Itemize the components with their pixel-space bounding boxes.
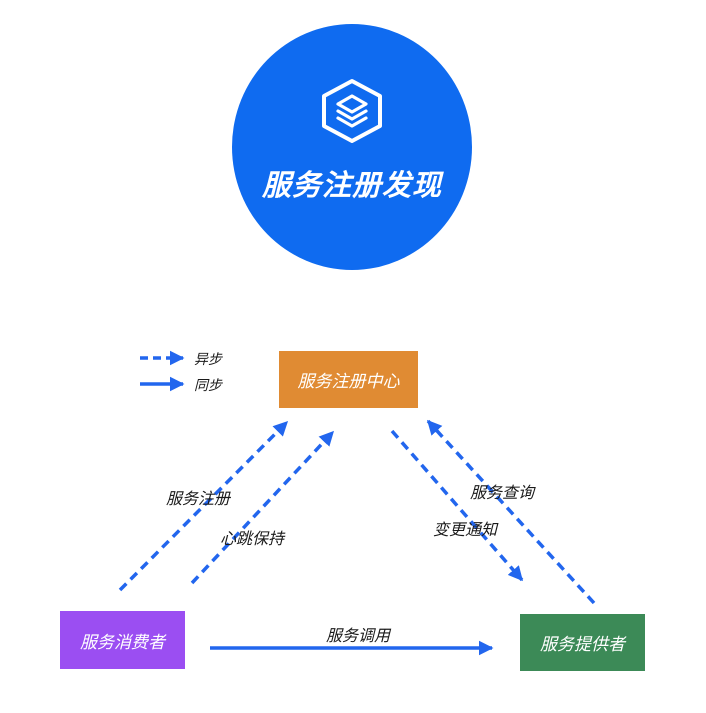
notify-arrow <box>390 429 524 582</box>
legend-async-label: 异步 <box>194 352 222 368</box>
hero-circle <box>232 24 472 270</box>
notify-label: 变更通知 <box>433 520 498 539</box>
query-arrow <box>426 419 596 605</box>
consumer-node: 服务消费者 <box>60 611 185 669</box>
query-label: 服务查询 <box>470 483 535 502</box>
provider-node: 服务提供者 <box>520 614 645 671</box>
register-label: 服务注册 <box>166 489 231 508</box>
layers-hexagon-icon <box>322 79 382 143</box>
heartbeat-label: 心跳保持 <box>220 529 285 548</box>
legend-sync-label: 同步 <box>194 378 222 394</box>
heartbeat-arrow <box>190 430 335 585</box>
hero-title: 服务注册发现 <box>261 168 442 202</box>
invoke-label: 服务调用 <box>326 626 391 645</box>
register-arrow <box>118 420 289 592</box>
registry-node: 服务注册中心 <box>279 351 418 408</box>
